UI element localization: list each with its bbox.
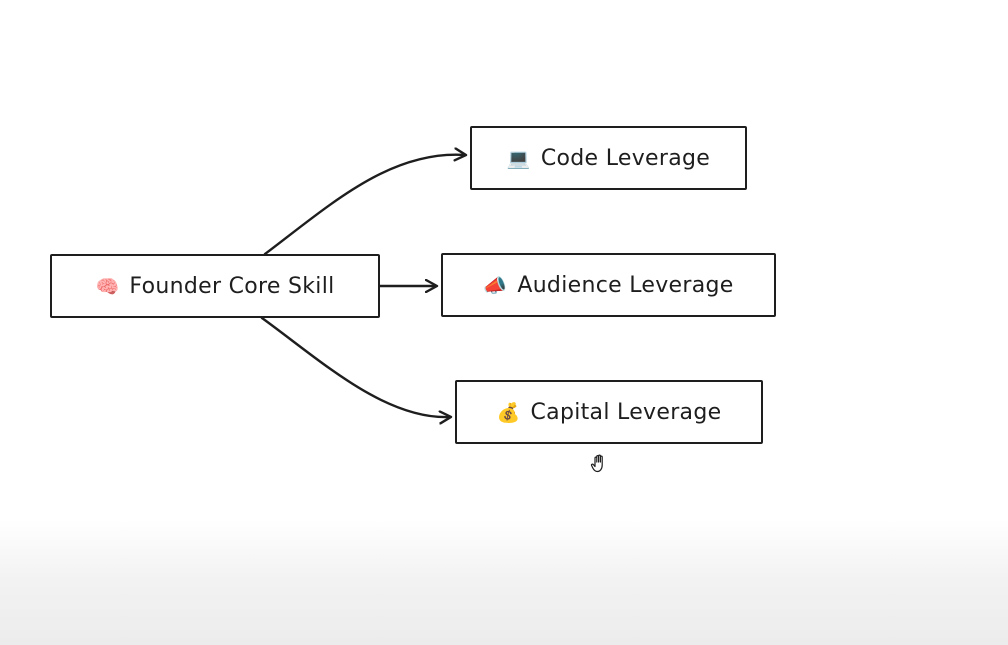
node-label: Code Leverage	[540, 145, 711, 171]
edge-root-to-capital[interactable]	[260, 316, 450, 417]
node-label: Audience Leverage	[517, 272, 734, 298]
node-founder-core-skill[interactable]: 🧠 Founder Core Skill	[50, 254, 380, 318]
node-audience-leverage[interactable]: 📣 Audience Leverage	[441, 253, 776, 317]
node-code-leverage[interactable]: 💻 Code Leverage	[470, 126, 747, 190]
node-capital-leverage[interactable]: 💰 Capital Leverage	[455, 380, 763, 444]
money-bag-icon: 💰	[496, 401, 521, 424]
grab-hand-icon	[590, 454, 603, 473]
edge-root-to-code[interactable]	[263, 155, 465, 256]
brain-icon: 🧠	[95, 275, 120, 298]
laptop-icon: 💻	[506, 147, 531, 170]
node-label: Founder Core Skill	[129, 273, 335, 299]
node-label: Capital Leverage	[530, 399, 722, 425]
megaphone-icon: 📣	[483, 274, 508, 297]
